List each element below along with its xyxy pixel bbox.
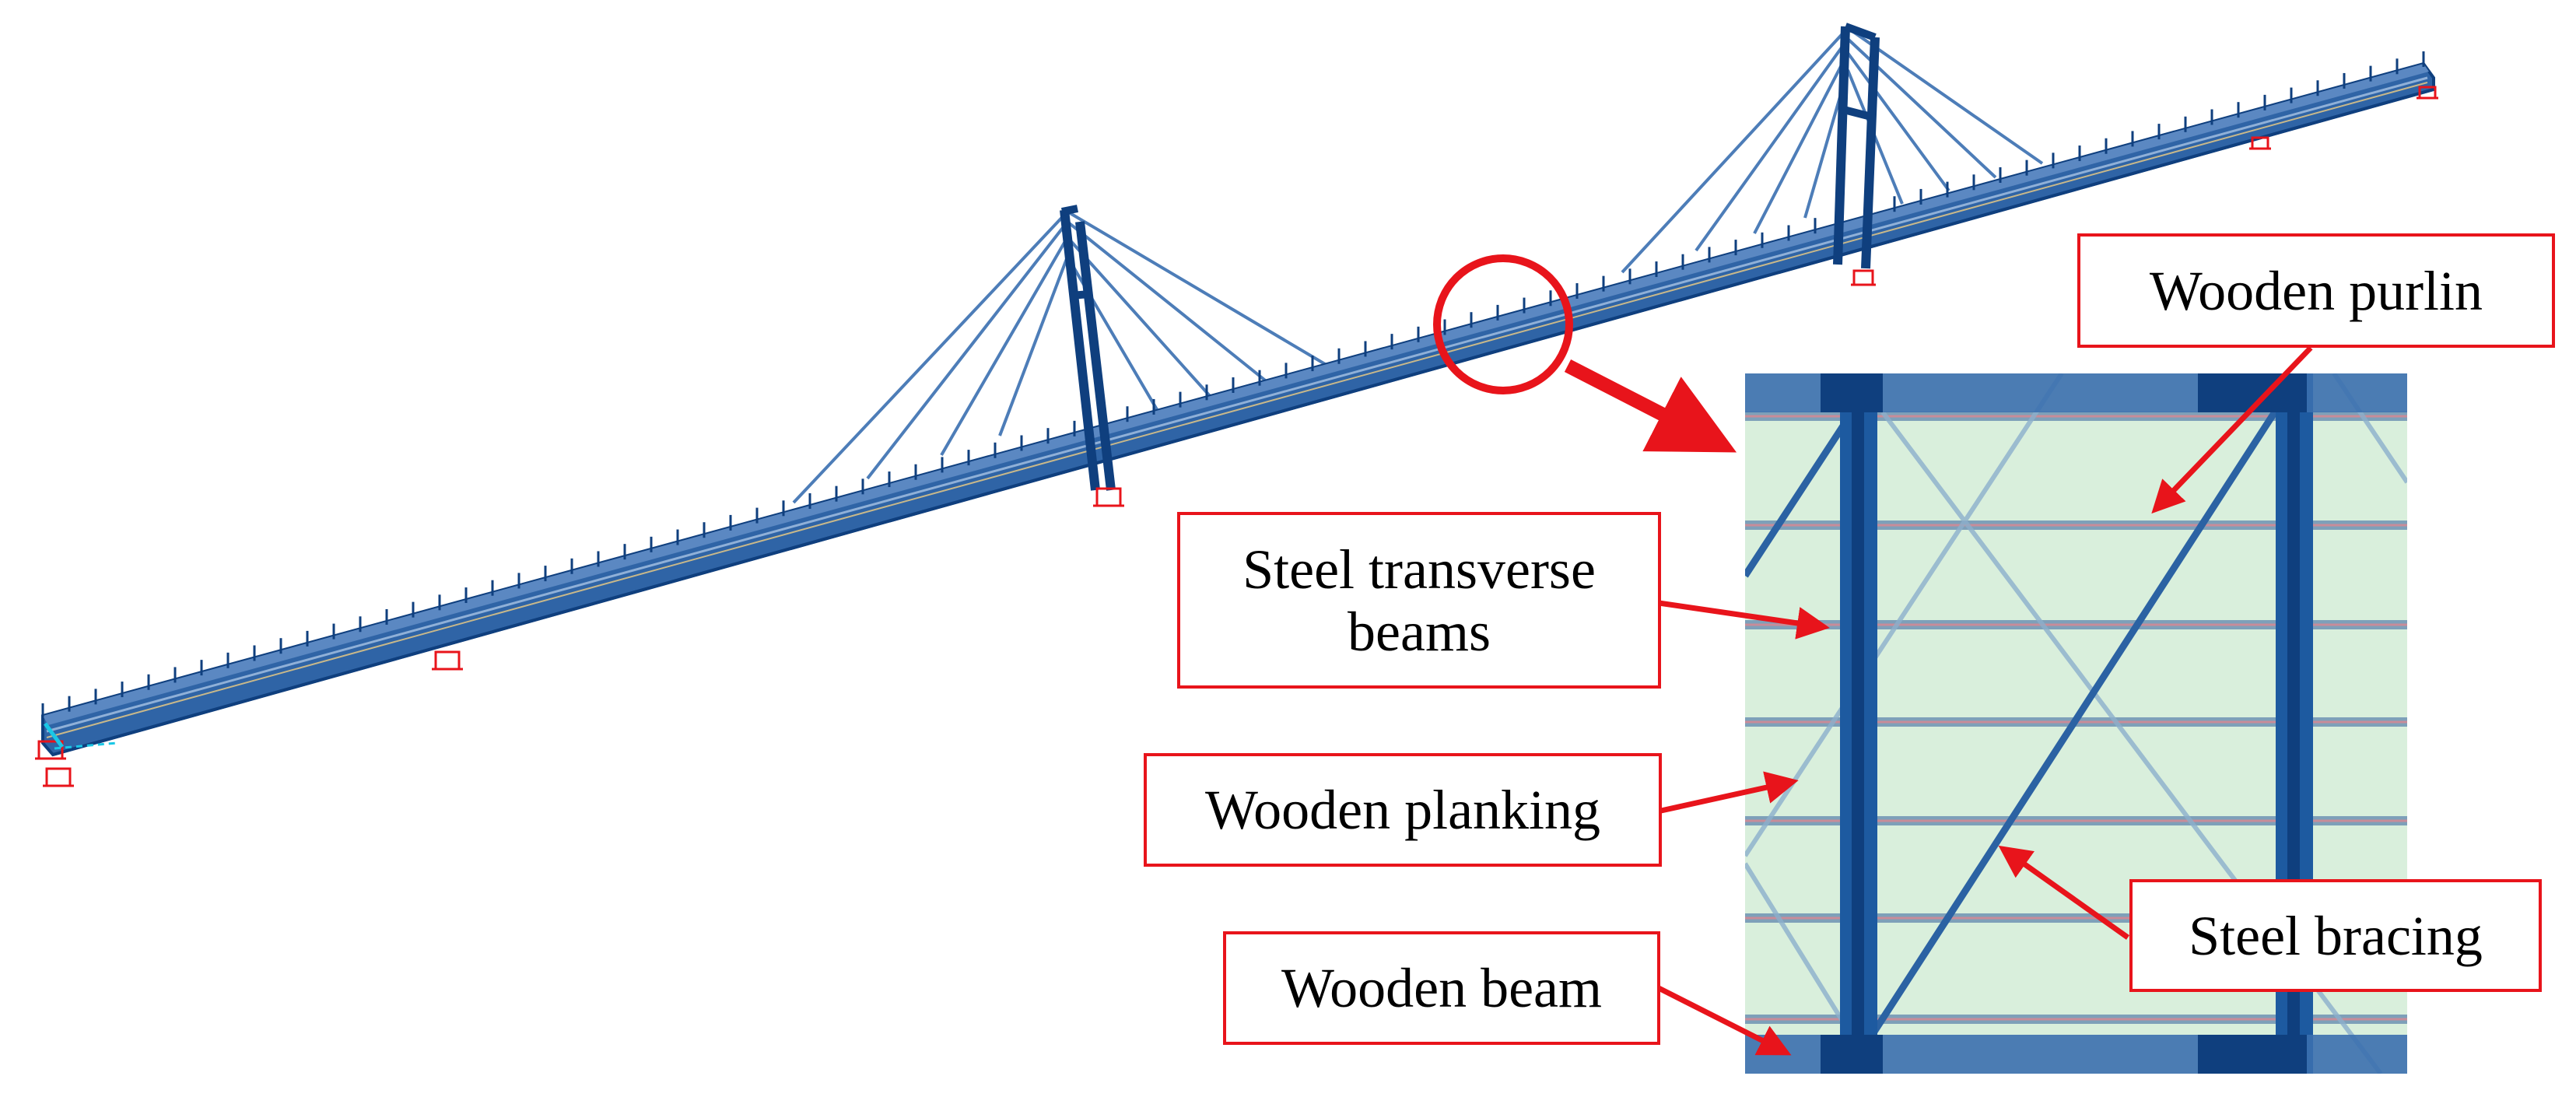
label-text: beams (1348, 600, 1491, 663)
railing-posts (41, 51, 2425, 719)
bridge-model (35, 23, 2438, 787)
label-wooden-planking: Wooden planking (1144, 753, 1662, 867)
pylon-left (1060, 205, 1116, 491)
support-icon (35, 86, 2438, 787)
pylon-right (1833, 23, 1880, 269)
label-text: Wooden beam (1281, 957, 1603, 1019)
label-text: Wooden purlin (2149, 259, 2483, 322)
label-text: Wooden planking (1204, 779, 1601, 841)
label-steel-bracing: Steel bracing (2129, 879, 2542, 992)
label-text: Steel transverse (1242, 538, 1596, 601)
label-steel-transverse-beams: Steel transverse beams (1177, 512, 1661, 689)
detail-marker-circle (1433, 254, 1573, 394)
label-wooden-beam: Wooden beam (1223, 931, 1660, 1045)
stay-cables-left (792, 210, 1340, 504)
detail-pointer-arrow (1564, 359, 1737, 453)
callout-arrow (1654, 345, 2313, 1056)
label-wooden-purlin: Wooden purlin (2077, 233, 2555, 348)
label-text: Steel bracing (2189, 904, 2483, 967)
